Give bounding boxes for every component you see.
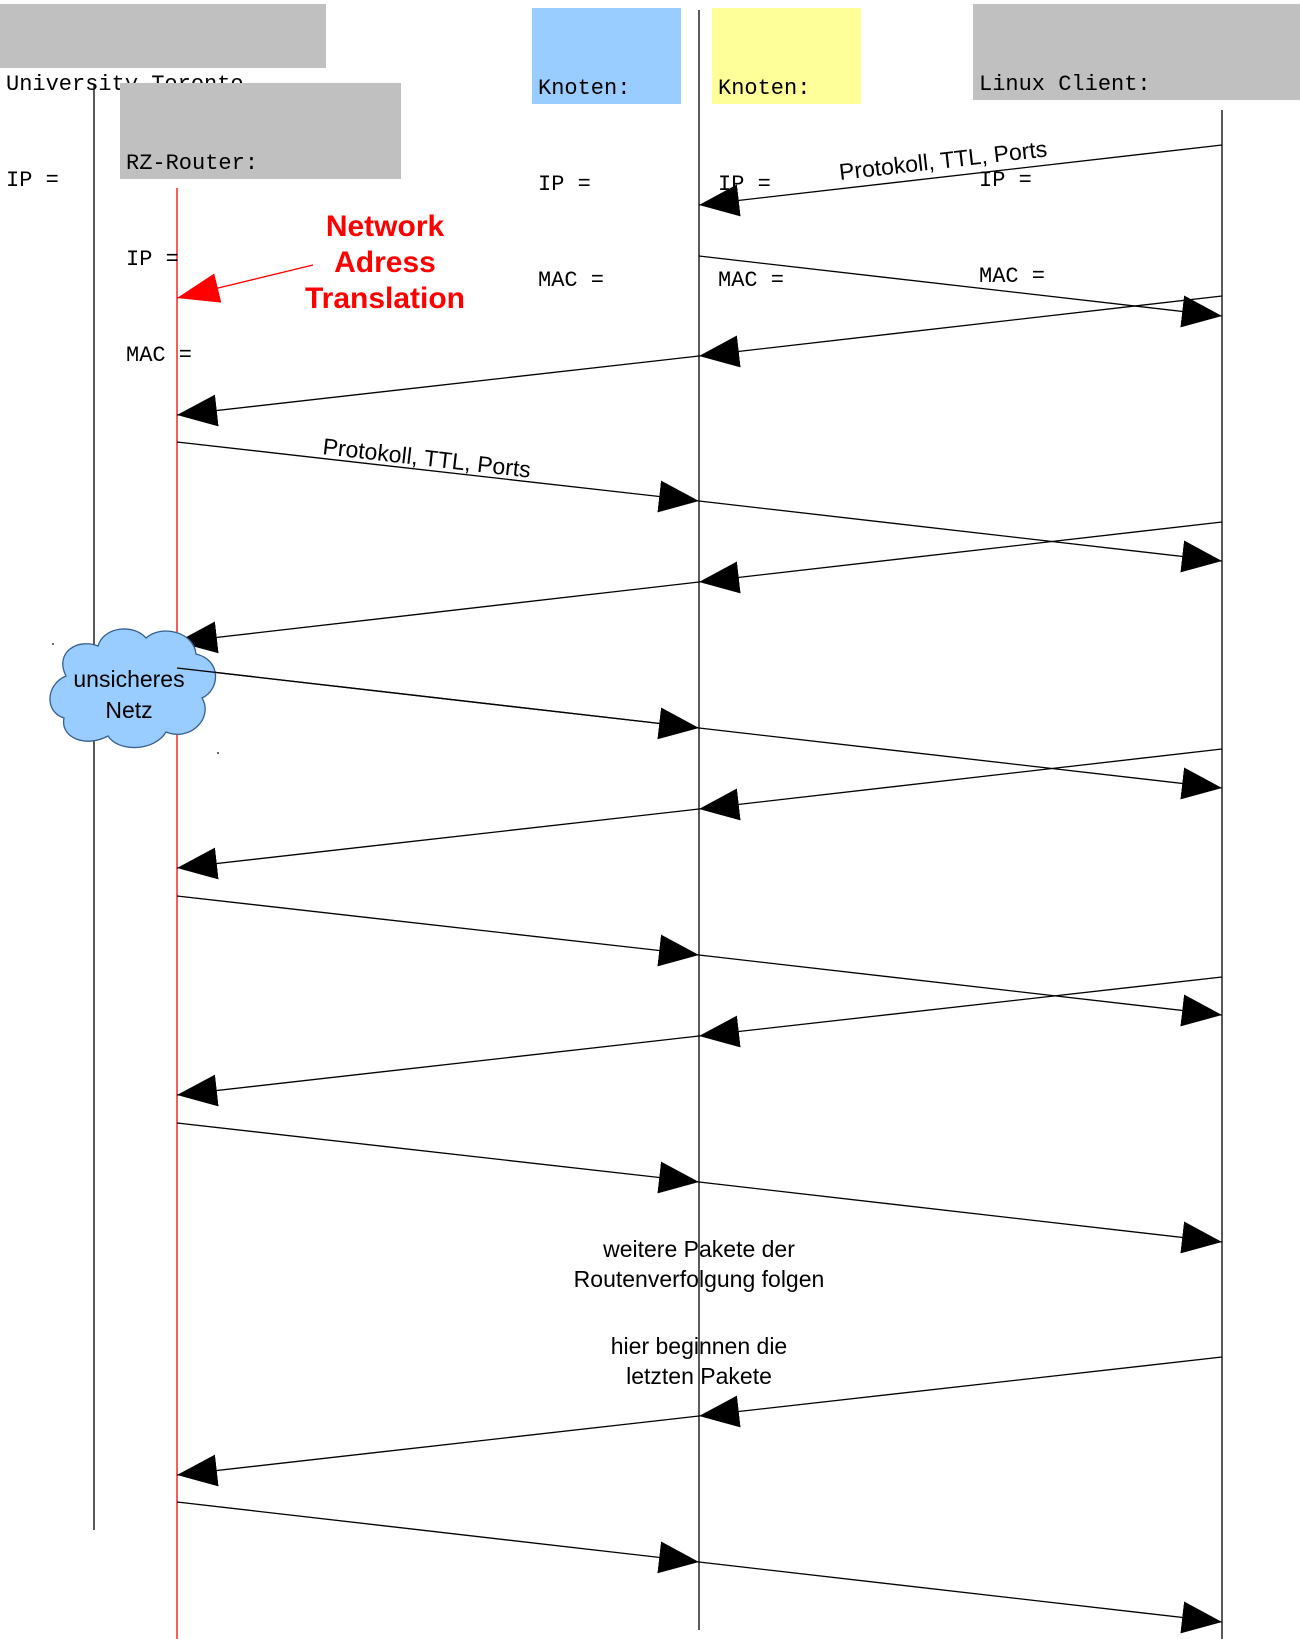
message-arrow <box>698 1181 1223 1254</box>
knoten-ip: IP = <box>718 172 771 197</box>
router-title: RZ-Router: <box>126 151 259 176</box>
cloud-label-line: unsicheres <box>73 666 184 692</box>
router-mac: MAC = <box>126 343 193 368</box>
client-box: Linux Client: IP = MAC = <box>973 4 1300 289</box>
message-arrow <box>176 1501 700 1574</box>
message-arrow <box>176 581 700 654</box>
message-arrow <box>176 1035 700 1107</box>
message-arrow <box>698 144 1223 217</box>
client-mac: MAC = <box>979 264 1046 289</box>
message-arrow <box>698 1561 1223 1634</box>
knoten-title: Knoten: <box>538 76 631 101</box>
knoten-box-yellow: Knoten: IP = MAC = <box>712 8 861 293</box>
message-arrow <box>176 355 700 427</box>
nat-label-line: Adress <box>334 246 436 279</box>
note-line: weitere Pakete der <box>602 1236 795 1262</box>
knoten-mac: MAC = <box>538 268 605 293</box>
stray-dot <box>52 643 54 645</box>
message-arrow <box>698 295 1223 368</box>
message-arrow <box>698 976 1223 1048</box>
arrow-overlay <box>176 667 700 729</box>
cloud-label-line: Netz <box>105 697 152 723</box>
router-ip: IP = <box>126 247 179 272</box>
nat-label-line: Translation <box>305 282 465 315</box>
cloud-icon <box>49 628 217 749</box>
nat-label-line: Network <box>326 210 445 243</box>
packet-label: Protokoll, TTL, Ports <box>321 433 532 483</box>
stray-dot <box>217 752 219 754</box>
message-arrow <box>176 895 700 967</box>
nat-arrow <box>176 264 314 303</box>
client-title: Linux Client: <box>979 72 1151 97</box>
message-arrow <box>176 808 700 880</box>
message-arrow <box>698 521 1223 594</box>
router-box: RZ-Router: IP = MAC = <box>120 83 401 368</box>
knoten-title: Knoten: <box>718 76 811 101</box>
message-arrow <box>698 1356 1223 1428</box>
note-line: Routenverfolgung folgen <box>574 1266 825 1292</box>
note-line: hier beginnen die <box>611 1333 787 1359</box>
message-arrow <box>176 1415 700 1487</box>
message-arrow <box>698 500 1223 573</box>
university-ip: IP = <box>6 168 59 193</box>
message-arrow <box>698 954 1223 1027</box>
knoten-ip: IP = <box>538 172 591 197</box>
university-box: University Toronto IP = <box>0 4 326 193</box>
message-arrow <box>176 441 700 513</box>
knoten-mac: MAC = <box>718 268 785 293</box>
note-line: letzten Pakete <box>626 1363 772 1389</box>
message-arrow <box>176 1122 700 1194</box>
message-arrow <box>698 727 1223 800</box>
client-ip: IP = <box>979 168 1032 193</box>
message-arrow <box>698 748 1223 821</box>
knoten-box-blue: Knoten: IP = MAC = <box>532 8 681 293</box>
